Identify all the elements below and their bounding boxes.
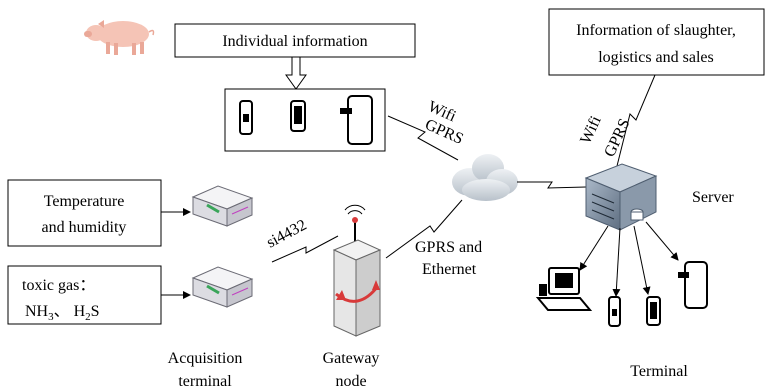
acquisition-label-line1: Acquisition (168, 350, 243, 367)
temperature-label-line2: and humidity (42, 219, 127, 236)
tablet-icon (678, 261, 708, 309)
temperature-label-line1: Temperature (44, 193, 125, 210)
wireless-link-server-slaughter (615, 74, 656, 171)
server-icon (584, 163, 658, 231)
acquisition-label-line2: terminal (178, 373, 232, 390)
wireless-link-devices-cloud (387, 115, 459, 161)
gprs-label-right: GPRS (601, 116, 633, 159)
wireless-link-router-gateway (271, 235, 339, 263)
individual-info-label: Individual information (222, 33, 367, 50)
server-label: Server (692, 189, 734, 206)
smartphone-icon (290, 100, 306, 132)
gprs-ethernet-label-line2: Ethernet (422, 261, 477, 278)
desktop-computer-icon (535, 267, 593, 311)
gateway-antenna-icon (332, 204, 382, 337)
si4432-label: si4432 (264, 216, 310, 251)
pig-icon (84, 20, 155, 55)
temperature-sensor-box (7, 179, 162, 247)
wifi-label-right: Wifi (577, 113, 605, 147)
arrow-server-to-phone (612, 227, 621, 297)
mobile-phone-icon (239, 100, 253, 135)
gprs-ethernet-label-line1: GPRS and (415, 239, 482, 256)
tablet-icon (340, 95, 373, 145)
individual-info-box (174, 23, 416, 58)
router-icon (191, 185, 254, 227)
cloud-icon (452, 154, 518, 201)
slaughter-info-label-line2: logistics and sales (598, 49, 714, 66)
wireless-link-cloud-server (517, 181, 587, 189)
arrow-server-to-smartphone (633, 225, 651, 295)
terminal-label: Terminal (630, 363, 688, 380)
wireless-link-gateway-cloud (385, 199, 463, 259)
slaughter-info-box (548, 8, 765, 76)
gateway-label-line2: node (335, 373, 366, 390)
toxic-gas-label: toxic gas： (22, 277, 95, 294)
mobile-phone-icon (608, 296, 621, 327)
slaughter-info-label-line1: Information of slaughter, (576, 22, 736, 39)
hollow-down-arrow (285, 56, 307, 90)
gas-formula: NH3、 H2S (25, 303, 100, 323)
smartphone-icon (646, 296, 661, 326)
router-icon (191, 266, 254, 308)
gateway-label-line1: Gateway (323, 350, 380, 367)
toxic-gas-sensor-box (7, 265, 162, 325)
arrow-server-to-computer (579, 225, 609, 271)
arrow-server-to-tablet (645, 221, 679, 261)
